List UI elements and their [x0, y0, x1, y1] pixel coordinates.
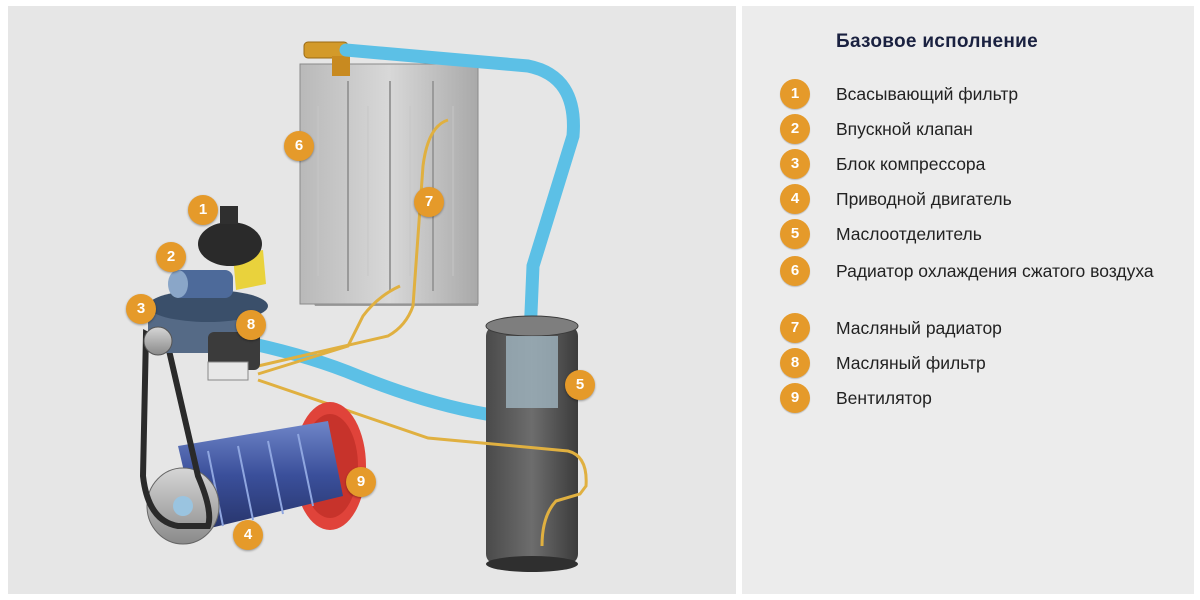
legend-badge: 4	[780, 184, 810, 214]
legend-label: Радиатор охлаждения сжатого воздуха	[836, 261, 1154, 281]
legend-badge: 6	[780, 256, 810, 286]
legend-label: Масляный радиатор	[836, 318, 1002, 338]
callout-5: 5	[565, 370, 595, 400]
legend-label: Масляный фильтр	[836, 353, 986, 373]
legend-badge: 9	[780, 383, 810, 413]
legend-badge: 7	[780, 313, 810, 343]
callout-9: 9	[346, 467, 376, 497]
drive-belt	[139, 329, 213, 529]
legend-panel	[742, 6, 1194, 594]
legend-label: Маслоотделитель	[836, 224, 982, 244]
callout-1: 1	[188, 195, 218, 225]
callout-8: 8	[236, 310, 266, 340]
oil-lines	[257, 118, 588, 547]
callout-4: 4	[233, 520, 263, 550]
air-cooler-radiator	[299, 41, 479, 306]
callout-3: 3	[126, 294, 156, 324]
callout-6: 6	[284, 131, 314, 161]
inlet-valve-assembly	[168, 206, 266, 298]
legend-label: Приводной двигатель	[836, 189, 1012, 209]
legend-badge: 2	[780, 114, 810, 144]
legend-badge: 3	[780, 149, 810, 179]
legend-label: Впускной клапан	[836, 119, 973, 139]
legend-badge: 1	[780, 79, 810, 109]
legend-label: Вентилятор	[836, 388, 932, 408]
callout-2: 2	[156, 242, 186, 272]
legend-badge: 5	[780, 219, 810, 249]
legend-badge: 8	[780, 348, 810, 378]
compressor-diagram	[139, 41, 588, 572]
compressed-air-pipe	[206, 43, 580, 421]
compressor-block	[143, 290, 268, 381]
oil-separator-tank	[485, 315, 579, 572]
legend-title: Базовое исполнение	[836, 31, 1039, 52]
legend-label: Блок компрессора	[836, 154, 986, 174]
legend-label: Всасывающий фильтр	[836, 84, 1019, 104]
callout-7: 7	[414, 187, 444, 217]
